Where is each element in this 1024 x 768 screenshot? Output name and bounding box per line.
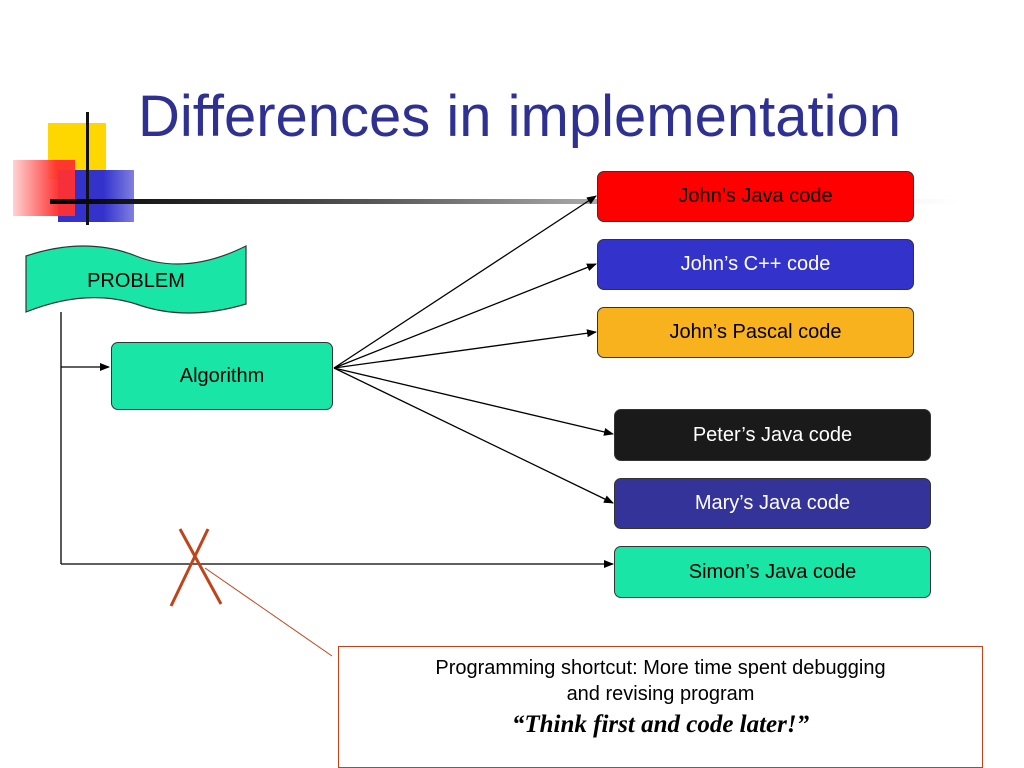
title-underline xyxy=(50,199,960,204)
vertical-bar xyxy=(86,112,89,225)
note-line-1: Programming shortcut: More time spent de… xyxy=(435,657,886,679)
output-label: Peter’s Java code xyxy=(692,423,853,446)
algorithm-to-john-cpp-arrow xyxy=(333,263,597,369)
output-box-mary-java: Mary’s Java code xyxy=(614,478,931,529)
problem-banner-shape xyxy=(25,245,247,314)
output-label: Simon’s Java code xyxy=(688,560,857,583)
output-label: John’s Pascal code xyxy=(669,321,842,343)
problem-label: PROBLEM xyxy=(87,270,185,292)
algorithm-box: Algorithm xyxy=(111,342,333,410)
output-label: John’s C++ code xyxy=(680,253,831,275)
callout-line xyxy=(204,567,333,657)
algorithm-to-john-pascal-arrow xyxy=(333,329,597,369)
algorithm-to-mary-java-arrow xyxy=(333,367,614,504)
output-box-john-cpp: John’s C++ code xyxy=(597,239,914,290)
algorithm-to-john-java-arrow xyxy=(333,195,597,369)
corner-decoration xyxy=(0,0,140,230)
algorithm-to-peter-java-arrow xyxy=(333,367,614,436)
note-line-2: and revising program xyxy=(566,683,755,705)
red-square xyxy=(13,160,75,216)
output-box-peter-java: Peter’s Java code xyxy=(614,409,931,461)
algorithm-label: Algorithm xyxy=(179,364,265,387)
shortcut-note-box: Programming shortcut: More time spent de… xyxy=(338,646,983,768)
note-quote: “Think first and code later!” xyxy=(511,711,810,738)
output-label: Mary’s Java code xyxy=(694,492,851,514)
cross-mark-stroke-2 xyxy=(169,528,210,607)
output-box-john-java: John’s Java code xyxy=(597,171,914,222)
cross-mark-stroke-1 xyxy=(178,528,223,605)
output-box-john-pascal: John’s Pascal code xyxy=(597,307,914,358)
slide-title: Differences in implementation xyxy=(138,84,901,149)
output-label: John’s Java code xyxy=(678,185,833,207)
output-box-simon-java: Simon’s Java code xyxy=(614,546,931,598)
